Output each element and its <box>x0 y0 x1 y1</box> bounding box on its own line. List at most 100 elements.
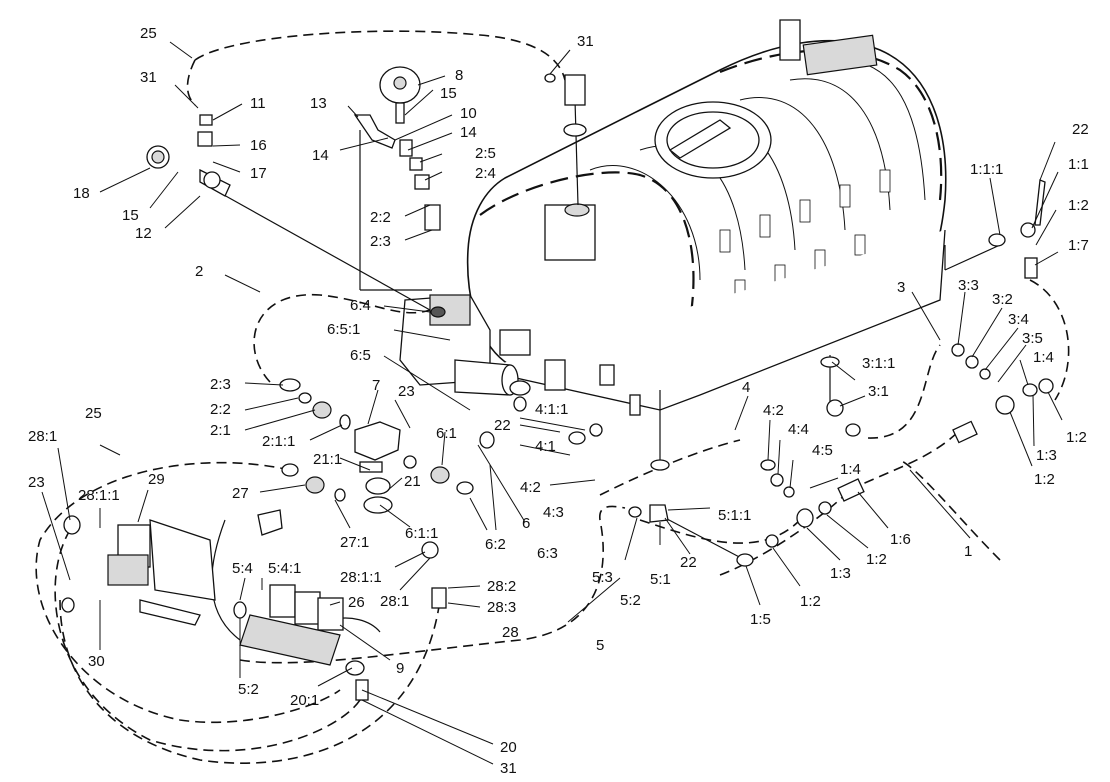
callout-1-3: 1:3 <box>1036 447 1057 464</box>
callout-18: 18 <box>73 185 90 202</box>
callout-31: 31 <box>500 760 517 777</box>
spray-tank <box>466 19 947 416</box>
callout-10: 10 <box>460 105 477 122</box>
callout-3-1-1: 3:1:1 <box>862 355 895 372</box>
callout-15: 15 <box>122 207 139 224</box>
callout-4-3: 4:3 <box>543 504 564 521</box>
callout-3-1: 3:1 <box>868 383 889 400</box>
callout-28-2: 28:2 <box>487 578 516 595</box>
pressure-gauge <box>146 145 170 169</box>
callout-2-3: 2:3 <box>370 233 391 250</box>
callout-4-2: 4:2 <box>520 479 541 496</box>
callout-6-3: 6:3 <box>537 545 558 562</box>
callout-14: 14 <box>312 147 329 164</box>
callout-3-4: 3:4 <box>1008 311 1029 328</box>
boom-valves-26 <box>233 584 344 666</box>
callout-5-4: 5:4 <box>232 560 253 577</box>
callout-23: 23 <box>398 383 415 400</box>
callout-3-2: 3:2 <box>992 291 1013 308</box>
callout-25-top: 25 <box>140 25 157 42</box>
callout-2-3: 2:3 <box>210 376 231 393</box>
callout-6-1: 6:1 <box>436 425 457 442</box>
control-box-27 <box>257 509 283 536</box>
callout-13: 13 <box>310 95 327 112</box>
callout-22: 22 <box>494 417 511 434</box>
callout-20-1: 20:1 <box>290 692 319 709</box>
callout-2-5: 2:5 <box>475 145 496 162</box>
callout-8: 8 <box>455 67 463 84</box>
callout-28-1-1: 28:1:1 <box>78 487 120 504</box>
callout-16: 16 <box>250 137 267 154</box>
callout-6-5-1: 6:5:1 <box>327 321 360 338</box>
callout-1-4: 1:4 <box>1033 349 1054 366</box>
callout-4: 4 <box>742 379 750 396</box>
callout-1-2: 1:2 <box>1034 471 1055 488</box>
callout-27-1: 27:1 <box>340 534 369 551</box>
callout-6-5: 6:5 <box>350 347 371 364</box>
air-chamber-8 <box>379 66 421 124</box>
manifold-7 <box>354 421 401 514</box>
callout-5-1-1: 5:1:1 <box>718 507 751 524</box>
callout-4-2: 4:2 <box>763 402 784 419</box>
callout-labels: 25 31 11 16 17 18 15 12 8 13 15 10 14 14… <box>28 25 1089 777</box>
agitator-nozzle-31 <box>544 73 587 137</box>
callout-3-3: 3:3 <box>958 277 979 294</box>
pump-assembly <box>399 294 615 396</box>
callout-27: 27 <box>232 485 249 502</box>
callout-5-2: 5:2 <box>620 592 641 609</box>
callout-5-2: 5:2 <box>238 681 259 698</box>
callout-1-6: 1:6 <box>890 531 911 548</box>
callout-2-1-1: 2:1:1 <box>262 433 295 450</box>
callout-28: 28 <box>502 624 519 641</box>
callout-1-1: 1:1 <box>1068 156 1089 173</box>
callout-9: 9 <box>396 660 404 677</box>
callout-6-2: 6:2 <box>485 536 506 553</box>
callout-30: 30 <box>88 653 105 670</box>
callout-2-4: 2:4 <box>475 165 496 182</box>
callout-28-1: 28:1 <box>380 593 409 610</box>
callout-3-5: 3:5 <box>1022 330 1043 347</box>
callout-5: 5 <box>596 637 604 654</box>
mounting-bracket <box>149 519 216 601</box>
callout-4-1-1: 4:1:1 <box>535 401 568 418</box>
callout-2-2: 2:2 <box>370 209 391 226</box>
callout-2-1: 2:1 <box>210 422 231 439</box>
callout-20: 20 <box>500 739 517 756</box>
callout-1-2: 1:2 <box>1068 197 1089 214</box>
callout-1-7: 1:7 <box>1068 237 1089 254</box>
callout-1-2: 1:2 <box>800 593 821 610</box>
callout-1-1-1: 1:1:1 <box>970 161 1003 178</box>
callout-14: 14 <box>460 124 477 141</box>
callout-31: 31 <box>140 69 157 86</box>
fitting-stack-2 <box>353 114 441 231</box>
callout-5-1: 5:1 <box>650 571 671 588</box>
callout-1-2: 1:2 <box>1066 429 1087 446</box>
callout-17: 17 <box>250 165 267 182</box>
callout-23: 23 <box>28 474 45 491</box>
callout-6-1-1: 6:1:1 <box>405 525 438 542</box>
hose-barb-fittings <box>279 378 474 609</box>
callout-6-4: 6:4 <box>350 297 371 314</box>
callout-22: 22 <box>1072 121 1089 138</box>
tank-fill-post <box>779 19 801 61</box>
callout-22: 22 <box>680 554 697 571</box>
callout-28-3: 28:3 <box>487 599 516 616</box>
callout-5-3: 5:3 <box>592 569 613 586</box>
callout-5-4-1: 5:4:1 <box>268 560 301 577</box>
solenoid-valve-29 <box>61 515 216 626</box>
callout-11: 11 <box>250 95 266 112</box>
callout-4-5: 4:5 <box>812 442 833 459</box>
callout-21: 21 <box>404 473 421 490</box>
leader-lines <box>41 41 1063 765</box>
callout-25: 25 <box>85 405 102 422</box>
callout-21-1: 21:1 <box>313 451 342 468</box>
callout-29: 29 <box>148 471 165 488</box>
callout-1-2: 1:2 <box>866 551 887 568</box>
pump-port-ring <box>509 380 531 396</box>
fittings-right <box>345 179 1054 701</box>
callout-12: 12 <box>135 225 152 242</box>
callout-4-1: 4:1 <box>535 438 556 455</box>
callout-3: 3 <box>897 279 905 296</box>
callout-4-4: 4:4 <box>788 421 809 438</box>
